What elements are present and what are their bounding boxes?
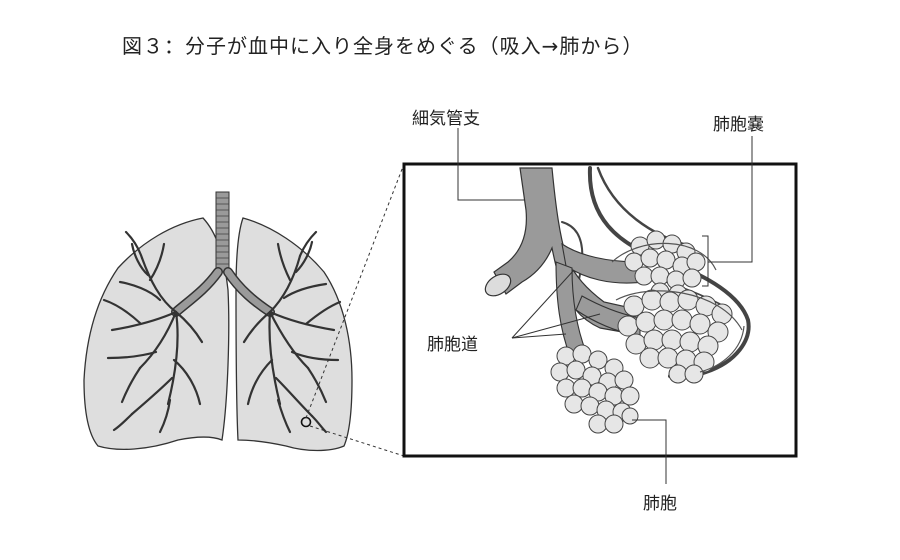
lungs-illustration — [83, 191, 353, 452]
alveolar-sac-middle — [617, 289, 733, 384]
magnified-contents — [484, 166, 751, 434]
label-alveolar-sac: 肺胞嚢 — [713, 115, 764, 135]
right-bronchial-tree — [223, 230, 342, 434]
right-lung — [235, 217, 353, 452]
leader-duct-3 — [511, 333, 567, 339]
leader-alveolus — [632, 419, 667, 484]
left-bronchial-tree — [102, 230, 223, 434]
leader-bronchiole — [457, 128, 524, 201]
label-alveolus: 肺胞 — [643, 494, 677, 514]
leader-lines — [457, 128, 753, 484]
label-bronchiole: 細気管支 — [412, 109, 480, 129]
bronchiole-cut-end — [484, 273, 512, 297]
left-lung — [83, 217, 230, 451]
zoom-lines — [305, 163, 405, 457]
label-alveolar-duct: 肺胞道 — [427, 335, 478, 355]
leader-duct-2 — [511, 313, 601, 339]
figure-title: 図３：分子が血中に入り全身をめぐる（吸入→肺から） — [122, 34, 644, 58]
capillary-strands — [611, 242, 745, 373]
leader-duct-1 — [511, 269, 575, 339]
trachea-rings — [216, 197, 229, 265]
leader-alveolar-sac — [702, 136, 753, 287]
alveolar-cluster-lower — [550, 344, 640, 434]
